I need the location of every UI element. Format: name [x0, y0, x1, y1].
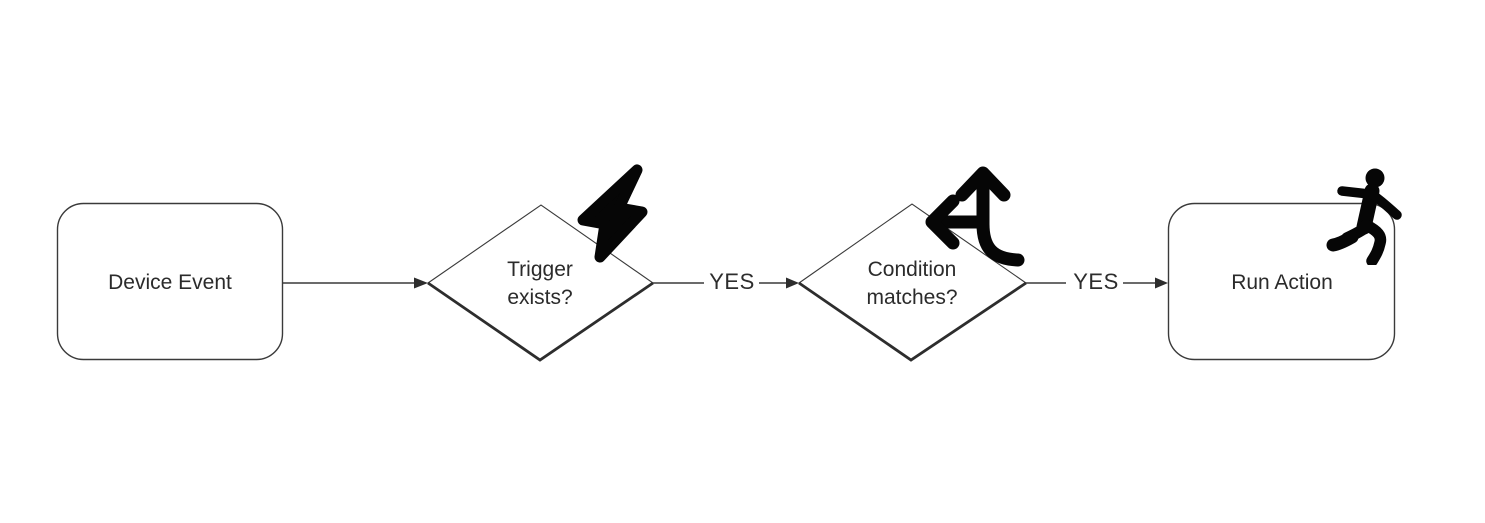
node-label-device-event: Device Event	[108, 271, 232, 294]
edge-label-yes-1: YES	[709, 269, 755, 294]
node-label-run-action: Run Action	[1231, 271, 1333, 294]
arrowhead-icon	[1155, 277, 1168, 289]
person-running-icon	[1326, 168, 1402, 265]
edge-device-to-trigger	[283, 277, 428, 289]
edge-condition-to-action	[1026, 277, 1168, 289]
bolt-icon	[577, 164, 648, 263]
edge-trigger-to-condition	[653, 277, 799, 289]
arrowhead-icon	[414, 277, 428, 289]
node-label-condition-matches: Condition matches?	[866, 258, 958, 309]
node-device-event-shape	[56, 202, 284, 361]
split-arrows-icon	[925, 166, 1025, 267]
edge-label-yes-2: YES	[1073, 269, 1119, 294]
arrowhead-icon	[786, 277, 799, 289]
node-label-trigger-exists: Trigger exists?	[507, 258, 573, 309]
